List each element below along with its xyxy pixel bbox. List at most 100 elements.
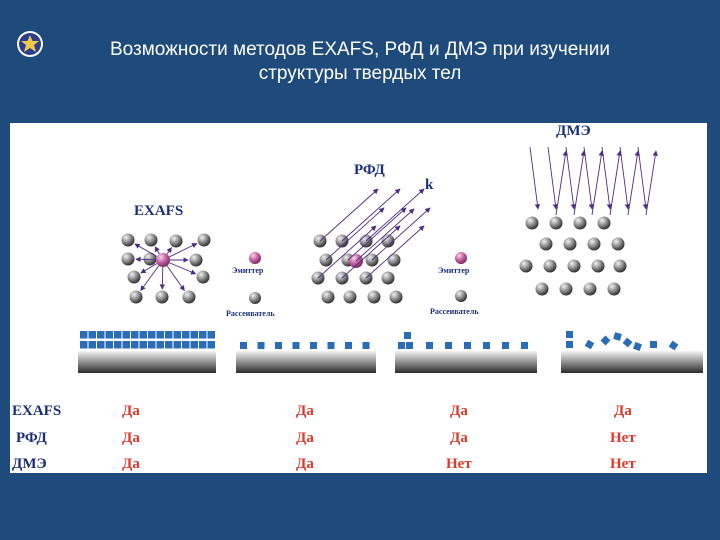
atom bbox=[121, 233, 135, 247]
wave-arrow bbox=[319, 188, 379, 242]
atom bbox=[381, 271, 395, 285]
slide-title: Возможности методов EXAFS, РФД и ДМЭ при… bbox=[80, 38, 640, 86]
adsorbate-square bbox=[398, 342, 405, 349]
atom bbox=[387, 253, 401, 267]
wave-arrow bbox=[371, 207, 431, 261]
emitter-scatterer-legends bbox=[249, 252, 467, 304]
wave-arrow bbox=[547, 146, 559, 210]
table-cell: Да bbox=[122, 403, 140, 419]
wave-arrow bbox=[583, 146, 595, 210]
atom bbox=[519, 259, 533, 273]
atom bbox=[197, 233, 211, 247]
wave-arrow bbox=[325, 207, 385, 261]
wave-arrow bbox=[555, 150, 568, 216]
adsorbate-square bbox=[292, 342, 300, 349]
atom bbox=[367, 290, 381, 304]
wave-arrow bbox=[347, 207, 407, 261]
adsorbate-square bbox=[173, 341, 181, 349]
scatterer-label-1: Рассеиватель bbox=[226, 309, 275, 318]
atom bbox=[169, 234, 183, 248]
adsorbate-square bbox=[566, 341, 573, 348]
adsorbate-square bbox=[139, 331, 147, 339]
atom bbox=[559, 282, 573, 296]
wave-arrow bbox=[619, 146, 631, 210]
adsorbate-square bbox=[426, 342, 433, 349]
dme-label: ДМЭ bbox=[556, 123, 591, 139]
table-cell: Да bbox=[450, 403, 468, 419]
wave-arrow bbox=[140, 263, 158, 274]
adsorbate-square bbox=[148, 331, 156, 339]
wave-arrow bbox=[317, 225, 377, 279]
methods-diagram-canvas: EXAFS РФД k ДМЭ Эмиттер Рассеиватель Эми… bbox=[12, 123, 703, 472]
substrate-slab bbox=[236, 351, 376, 373]
atom bbox=[121, 252, 135, 266]
wave-arrow bbox=[355, 208, 415, 262]
adsorbate-square bbox=[464, 342, 471, 349]
adsorbate-square bbox=[165, 341, 173, 349]
wave-arrow bbox=[159, 266, 166, 290]
rfd-label: РФД bbox=[354, 162, 385, 178]
adsorbate-square bbox=[521, 342, 528, 349]
adsorbate-square bbox=[404, 332, 411, 339]
substrate-slab bbox=[561, 351, 703, 373]
adsorbate-square bbox=[114, 331, 122, 339]
wave-arrow bbox=[140, 265, 160, 292]
wave-arrow bbox=[166, 265, 185, 292]
adsorbate-square bbox=[156, 331, 164, 339]
table-cell: Да bbox=[450, 430, 468, 446]
substrate-slab bbox=[395, 351, 537, 373]
adsorbate-square bbox=[345, 342, 352, 349]
adsorbate-square bbox=[207, 331, 215, 339]
adsorbate-square bbox=[139, 341, 147, 349]
exafs-cluster bbox=[121, 233, 211, 304]
table-method-rfd: РФД bbox=[16, 430, 47, 446]
atom bbox=[535, 282, 549, 296]
wave-arrow bbox=[341, 225, 401, 279]
emitter-atom bbox=[249, 252, 261, 264]
wave-arrow bbox=[637, 146, 649, 210]
adsorbate-square bbox=[122, 341, 130, 349]
table-method-exafs: EXAFS bbox=[12, 403, 61, 419]
atom bbox=[587, 237, 601, 251]
atom bbox=[155, 290, 169, 304]
wave-arrow bbox=[365, 225, 425, 279]
adsorbate-square bbox=[182, 331, 190, 339]
wave-arrow bbox=[365, 188, 425, 242]
atom bbox=[144, 233, 158, 247]
wave-arrow bbox=[154, 246, 160, 255]
adsorbate-square bbox=[445, 342, 452, 349]
methods-diagram: EXAFS РФД k ДМЭ Эмиттер Рассеиватель Эми… bbox=[10, 123, 707, 473]
atom bbox=[543, 259, 557, 273]
capability-table: EXAFS РФД ДМЭ Да Да Да Да Да Да Да Нет Д… bbox=[12, 403, 636, 472]
atom bbox=[583, 282, 597, 296]
adsorbate-square bbox=[406, 342, 413, 349]
table-method-dme: ДМЭ bbox=[12, 456, 47, 472]
adsorbate-square bbox=[105, 331, 113, 339]
exafs-label: EXAFS bbox=[134, 203, 183, 219]
atom bbox=[563, 237, 577, 251]
atom bbox=[189, 253, 203, 267]
adsorbate-square bbox=[97, 341, 105, 349]
atom bbox=[321, 290, 335, 304]
wave-arrow bbox=[609, 150, 622, 216]
atom bbox=[455, 290, 467, 302]
atom bbox=[607, 282, 621, 296]
adsorbate-square bbox=[173, 331, 181, 339]
rfd-cluster bbox=[311, 188, 431, 304]
emitter-atom bbox=[455, 252, 467, 264]
emitter-label-1: Эмиттер bbox=[232, 266, 264, 275]
atom bbox=[611, 237, 625, 251]
atom bbox=[389, 290, 403, 304]
atom bbox=[343, 290, 357, 304]
adsorbate-square bbox=[131, 341, 139, 349]
wave-arrow bbox=[169, 262, 197, 275]
atom bbox=[525, 216, 539, 230]
substrate-slab bbox=[78, 351, 216, 373]
wave-arrow bbox=[645, 150, 658, 216]
atom bbox=[597, 216, 611, 230]
adsorbate-square bbox=[362, 342, 370, 349]
table-cell: Да bbox=[296, 456, 314, 472]
adsorbate-square bbox=[622, 337, 633, 348]
adsorbate-square bbox=[156, 341, 164, 349]
table-cell: Нет bbox=[610, 456, 636, 472]
